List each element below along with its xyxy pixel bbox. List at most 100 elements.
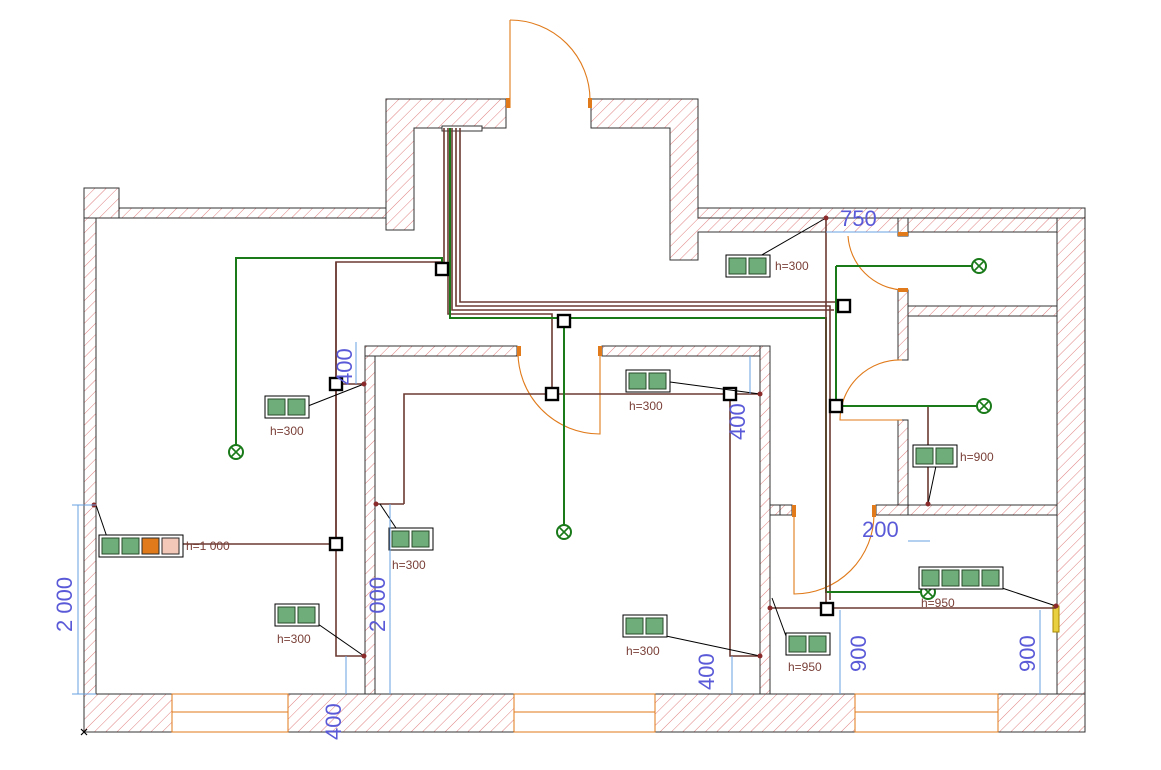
wall-left <box>83 187 97 733</box>
wall-mid-top-left <box>364 345 518 357</box>
socket-icon <box>411 530 430 548</box>
socket-icon <box>391 530 410 548</box>
door-jamb <box>517 346 521 356</box>
wall-bottom-3 <box>654 693 856 733</box>
junction-box-icon <box>556 313 572 329</box>
junction-box-icon <box>722 386 738 402</box>
junction-box-icon <box>434 261 450 277</box>
socket-icon <box>935 447 954 465</box>
door-jamb <box>588 98 592 108</box>
junction-box-icon <box>836 298 852 314</box>
socket-icon <box>921 569 940 587</box>
junction-box-icon <box>328 376 344 392</box>
socket-icon <box>277 606 296 624</box>
origin-mark-icon <box>80 728 88 736</box>
socket-icon <box>645 617 664 635</box>
socket-icon <box>961 569 980 587</box>
socket-block <box>622 614 668 638</box>
socket-icon <box>101 537 120 555</box>
socket-block <box>625 369 671 393</box>
junction-boxes <box>328 261 852 617</box>
wall-right <box>1056 207 1086 733</box>
door-jamb <box>506 98 510 108</box>
dimension-label: 750 <box>840 206 877 231</box>
socket-wiring <box>182 218 1056 657</box>
leader-line <box>317 623 365 657</box>
socket-block <box>98 534 184 558</box>
lighting-wiring <box>235 257 978 526</box>
socket-height-label: h=300 <box>629 399 663 413</box>
leader-line <box>307 383 365 407</box>
socket-icon <box>648 372 667 390</box>
leader-line <box>669 381 761 395</box>
door-jamb <box>872 505 876 517</box>
switch-icon <box>141 537 160 555</box>
door-mid-swing <box>517 349 601 435</box>
socket-block <box>388 527 434 551</box>
socket-height-label: h=300 <box>392 558 426 572</box>
wall-mid-top-right <box>601 345 771 357</box>
wall-entrance-right <box>590 98 1086 261</box>
wall-bottom-1 <box>83 693 173 733</box>
socket-icon <box>981 569 1000 587</box>
socket-icon <box>287 398 306 416</box>
dimension-label: 2 000 <box>365 577 390 632</box>
socket-block <box>725 254 771 278</box>
entrance-threshold <box>441 125 483 132</box>
leader-line <box>379 503 397 529</box>
wall-bottom-4 <box>997 693 1086 733</box>
wall-mid-left <box>364 345 376 695</box>
wall-r2 <box>897 289 909 361</box>
dimension-label: 200 <box>862 517 899 542</box>
socket-icon <box>808 635 827 653</box>
dimension-label: 400 <box>321 703 346 740</box>
wall-top-right <box>697 207 1086 219</box>
wall-mid-right <box>759 345 771 695</box>
socket-height-label: h=950 <box>921 596 955 610</box>
socket-icon <box>748 257 767 275</box>
leader-line <box>927 465 937 505</box>
socket-height-label: h=1 000 <box>186 539 230 553</box>
door-r2-swing <box>839 359 903 421</box>
wall-r3 <box>907 305 1058 317</box>
dimension-labels: 750 200 400 400 400 400 2 000 2 000 900 … <box>52 206 1040 740</box>
wall-entrance-left <box>385 98 507 231</box>
socket-block <box>918 566 1004 590</box>
socket-height-label: h=300 <box>775 259 809 273</box>
junction-box-icon <box>828 398 844 414</box>
socket-icon <box>728 257 747 275</box>
light-icon <box>556 524 572 540</box>
leader-line <box>759 217 827 257</box>
light-icon <box>976 398 992 414</box>
junction-box-icon <box>328 536 344 552</box>
socket-height-label: h=300 <box>270 424 304 438</box>
dimension-lines <box>72 231 1041 695</box>
window-side <box>1052 605 1060 633</box>
socket-icon <box>941 569 960 587</box>
wall-left-top <box>83 187 120 219</box>
wall-r6 <box>875 504 909 516</box>
door-jamb <box>898 288 908 292</box>
wall-markers <box>91 215 1059 659</box>
door-jamb <box>898 232 908 236</box>
window-2 <box>513 693 656 733</box>
leader-line <box>95 504 109 541</box>
socket-icon <box>625 617 644 635</box>
dimension-label: 900 <box>846 635 871 672</box>
socket-icon <box>788 635 807 653</box>
sockets: h=300 h=300 h=300 h=300 <box>95 217 1057 674</box>
leader-line <box>665 635 761 657</box>
dimension-label: 2 000 <box>52 577 77 632</box>
dimension-label: 400 <box>725 403 750 440</box>
dimension-label: 400 <box>332 348 357 385</box>
wall-top-left <box>118 207 387 219</box>
light-icon <box>971 258 987 274</box>
window-3 <box>854 693 999 733</box>
dimension-label: 900 <box>1015 635 1040 672</box>
socket-height-label: h=900 <box>960 450 994 464</box>
socket-icon <box>628 372 647 390</box>
dimension-label: 400 <box>694 653 719 690</box>
door-jamb <box>792 505 796 517</box>
leader-line <box>771 597 787 637</box>
